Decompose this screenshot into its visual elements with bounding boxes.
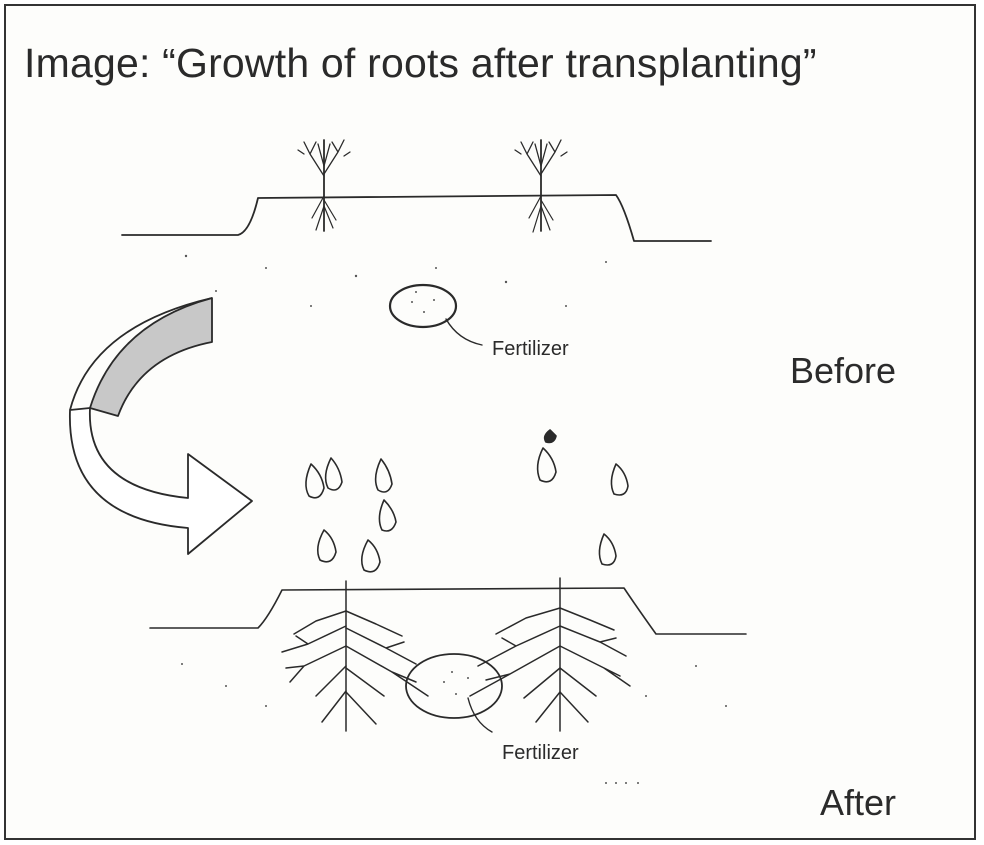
fertilizer-label-after: Fertilizer (502, 742, 579, 765)
ridge-before (122, 195, 711, 241)
fertilizer-patch-icon (390, 285, 456, 327)
rooted-plant-icon (282, 581, 428, 731)
ridge-after (150, 588, 746, 634)
before-label: Before (790, 350, 896, 392)
rooted-plant-icon (470, 578, 630, 731)
water-drop-icon (326, 458, 342, 490)
water-drops (306, 430, 628, 572)
curved-arrow-icon (70, 298, 252, 554)
soil-speckles (181, 255, 727, 784)
fertilizer-leader (446, 319, 482, 345)
water-drop-icon (611, 464, 628, 495)
water-drop-icon (376, 459, 392, 492)
fertilizer-label-before: Fertilizer (492, 338, 569, 361)
water-drop-icon (545, 430, 556, 442)
water-drop-icon (306, 464, 324, 498)
water-drop-icon (379, 500, 396, 531)
seedling-icon (298, 140, 350, 231)
water-drop-icon (362, 540, 380, 572)
water-drop-icon (599, 534, 616, 565)
water-drop-icon (538, 448, 556, 482)
diagram-frame: Image: “Growth of roots after transplant… (4, 4, 976, 840)
seedling-icon (515, 140, 567, 232)
water-drop-icon (318, 530, 336, 562)
illustration (6, 6, 974, 838)
after-label: After (820, 782, 896, 824)
